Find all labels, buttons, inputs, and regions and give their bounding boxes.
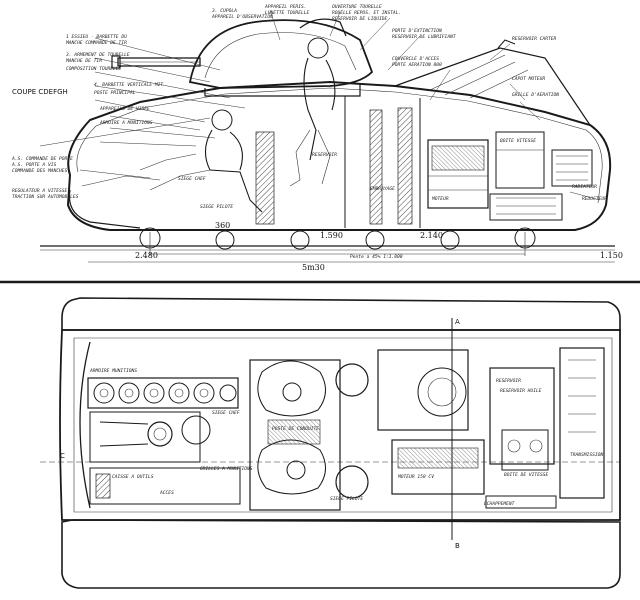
ammo-rack xyxy=(87,377,239,409)
side-label: RESERVOIR CARTER xyxy=(512,36,556,42)
top-label: RESERVOIR xyxy=(496,378,521,384)
hull-plan xyxy=(59,329,621,521)
side-label: RESERVOIR DE LUBRIFIANT xyxy=(392,34,456,40)
side-label: APPAREIL PERIS. xyxy=(264,4,307,10)
side-label: TRACTION SUR AUTOMOBILES xyxy=(12,194,79,200)
side-label: 3. CUPOLA xyxy=(211,8,237,14)
side-label: CAPOT MOTEUR xyxy=(512,76,545,82)
crew-compartment xyxy=(249,359,341,511)
side-label: 3. ARMEMENT DE TOURELLE xyxy=(65,52,130,58)
top-label: BOITE DE VITESSE xyxy=(504,472,548,478)
track-guard-top xyxy=(61,297,621,331)
bulkheads xyxy=(255,96,421,228)
side-label: POSTE PRINCIPAL xyxy=(94,90,136,96)
side-label: A.S. PORTE A VIS xyxy=(11,162,56,168)
dim-wheelbase: 360 xyxy=(215,221,230,230)
engine-plan xyxy=(377,349,485,495)
side-label: A.S. COMMANDE DE PORTE xyxy=(11,156,73,162)
top-label: RESERVOIR HUILE xyxy=(500,388,542,394)
side-label: MANCHE DE TIR xyxy=(65,58,102,64)
side-label: COMMANDE DES MANCHES xyxy=(12,168,68,174)
driver-plan xyxy=(89,411,211,463)
side-view: COUPE CDEFGH 1 ESSIEU - BARBETTE DU MANC… xyxy=(11,4,623,272)
dim-mid-span: 1.590 xyxy=(320,231,343,240)
side-inner-label: SIEGE CHEF xyxy=(178,176,206,182)
top-label: ARMOIRE MUNITIONS xyxy=(89,368,137,374)
top-label: POSTE DE CONDUITE xyxy=(272,426,319,432)
hull-outline xyxy=(66,80,612,231)
rear-compartment xyxy=(485,347,605,509)
track-guard-bottom xyxy=(61,519,621,589)
side-dimensions: 360 1.590 2.140 2.480 5m30 1.150 Pente a… xyxy=(88,221,623,272)
side-inner-label: REDUCTEUR xyxy=(582,196,607,202)
side-label: ROUELLE REPOS. ET INSTAL. xyxy=(332,10,401,16)
section-mark-c: C xyxy=(60,452,65,460)
side-inner-label: RESERVOIR xyxy=(312,152,337,158)
top-label: SIEGE PILOTE xyxy=(330,496,363,502)
side-label: PORTE D'EXTINCTION xyxy=(392,28,442,34)
commander-figure xyxy=(289,37,336,187)
side-inner-label: BOITE VITESSE xyxy=(500,138,536,144)
top-label: ECHAPPEMENT xyxy=(484,501,515,507)
section-mark-b: B xyxy=(455,542,460,550)
top-label: CAISSE A OUTILS xyxy=(112,474,154,480)
top-view: A B C CAISSE A OUTILS xyxy=(40,297,621,589)
side-label: APPAREIL D'OBSERVATION xyxy=(211,14,273,20)
side-label: COUVERCLE D'ACCES xyxy=(392,56,439,62)
side-label: LUNETTE TOURELLE xyxy=(265,10,309,16)
dim-rear-span: 2.140 xyxy=(420,231,443,240)
side-label: OUVERTURE TOURELLE xyxy=(332,4,382,10)
top-label: TRANSMISSION xyxy=(570,452,603,458)
top-label: GRILLES A MUNITIONS xyxy=(200,466,253,472)
side-label: RESERVOIR DE LIQUIDE xyxy=(332,16,388,22)
side-label: RADIATEUR xyxy=(572,184,597,190)
dim-scale-note: Pente a 45% 1:1.800 xyxy=(350,254,403,260)
dim-front: 2.480 xyxy=(135,251,158,260)
side-label: APPAREILS DE VISEE xyxy=(99,106,150,112)
top-label: ACCES xyxy=(159,490,174,496)
engine-block xyxy=(427,131,593,209)
side-label: PORTE AERATION 800 xyxy=(392,62,442,68)
side-inner-label: SIEGE PILOTE xyxy=(200,204,233,210)
side-label: COMPOSITION TOURELLE xyxy=(66,66,122,72)
dim-rear-height: 1.150 xyxy=(600,251,623,260)
top-label: MOTEUR 150 CV xyxy=(397,474,434,480)
top-label: SIEGE CHEF xyxy=(212,410,240,416)
side-inner-label: EMBRAYAGE xyxy=(370,186,395,192)
side-leader-lines xyxy=(39,9,601,201)
side-label: REGULATEUR A VITESSE xyxy=(12,188,68,194)
side-label: 4. BARBETTE VERTICALE MIT xyxy=(94,82,163,88)
driver-figure xyxy=(139,109,263,213)
side-label: ARMOIRE A MUNITIONS xyxy=(99,120,153,126)
dim-total-length: 5m30 xyxy=(302,263,325,272)
section-mark-a: A xyxy=(455,318,460,326)
side-label: GRILLE D'AERATION xyxy=(512,92,559,98)
side-label: MANCHE COMMANDE DE TIR xyxy=(65,40,127,46)
side-label: 1 ESSIEU - BARBETTE DU xyxy=(66,34,127,40)
turret-outline xyxy=(188,19,374,89)
side-inner-label: MOTEUR xyxy=(431,196,449,202)
side-section-label: COUPE CDEFGH xyxy=(12,88,68,96)
